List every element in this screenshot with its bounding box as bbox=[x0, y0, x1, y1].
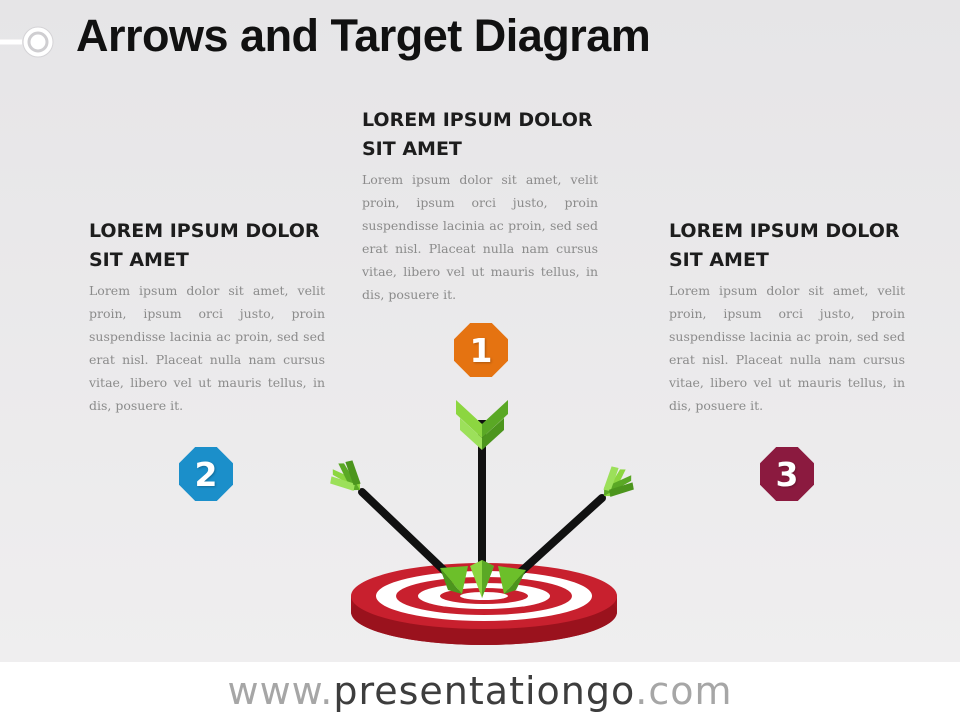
block-3-body: Lorem ipsum dolor sit amet, velit proin,… bbox=[669, 283, 905, 413]
number-badge-1: 1 bbox=[454, 323, 508, 377]
block-3-heading: LOREM IPSUM DOLOR SIT AMET bbox=[669, 220, 900, 271]
text-block-1: LOREM IPSUM DOLOR SIT AMET Lorem ipsum d… bbox=[362, 106, 598, 306]
arrow-icon-center bbox=[456, 400, 508, 575]
slide-background: Arrows and Target Diagram LOREM IPSUM DO… bbox=[0, 0, 960, 662]
block-1-body: Lorem ipsum dolor sit amet, velit proin,… bbox=[362, 172, 598, 302]
block-2-heading: LOREM IPSUM DOLOR SIT AMET bbox=[89, 220, 320, 271]
target-icon bbox=[351, 563, 617, 645]
footer-suffix: .com bbox=[635, 669, 733, 713]
number-badge-3: 3 bbox=[760, 447, 814, 501]
target-with-arrows-icon bbox=[330, 400, 634, 645]
number-badge-2: 2 bbox=[179, 447, 233, 501]
title-connector-icon bbox=[0, 26, 54, 58]
footer-url: www.presentationgo.com bbox=[0, 662, 960, 720]
text-block-2: LOREM IPSUM DOLOR SIT AMET Lorem ipsum d… bbox=[89, 217, 325, 417]
arrow-icon-right bbox=[510, 466, 634, 582]
arrowheads-icon bbox=[440, 560, 526, 598]
block-2-body: Lorem ipsum dolor sit amet, velit proin,… bbox=[89, 283, 325, 413]
text-block-3: LOREM IPSUM DOLOR SIT AMET Lorem ipsum d… bbox=[669, 217, 905, 417]
footer-prefix: www. bbox=[227, 669, 334, 713]
arrow-icon-left bbox=[330, 460, 456, 582]
slide-title: Arrows and Target Diagram bbox=[76, 10, 651, 61]
block-1-heading: LOREM IPSUM DOLOR SIT AMET bbox=[362, 109, 593, 160]
footer-brand: presentationgo bbox=[333, 669, 636, 713]
